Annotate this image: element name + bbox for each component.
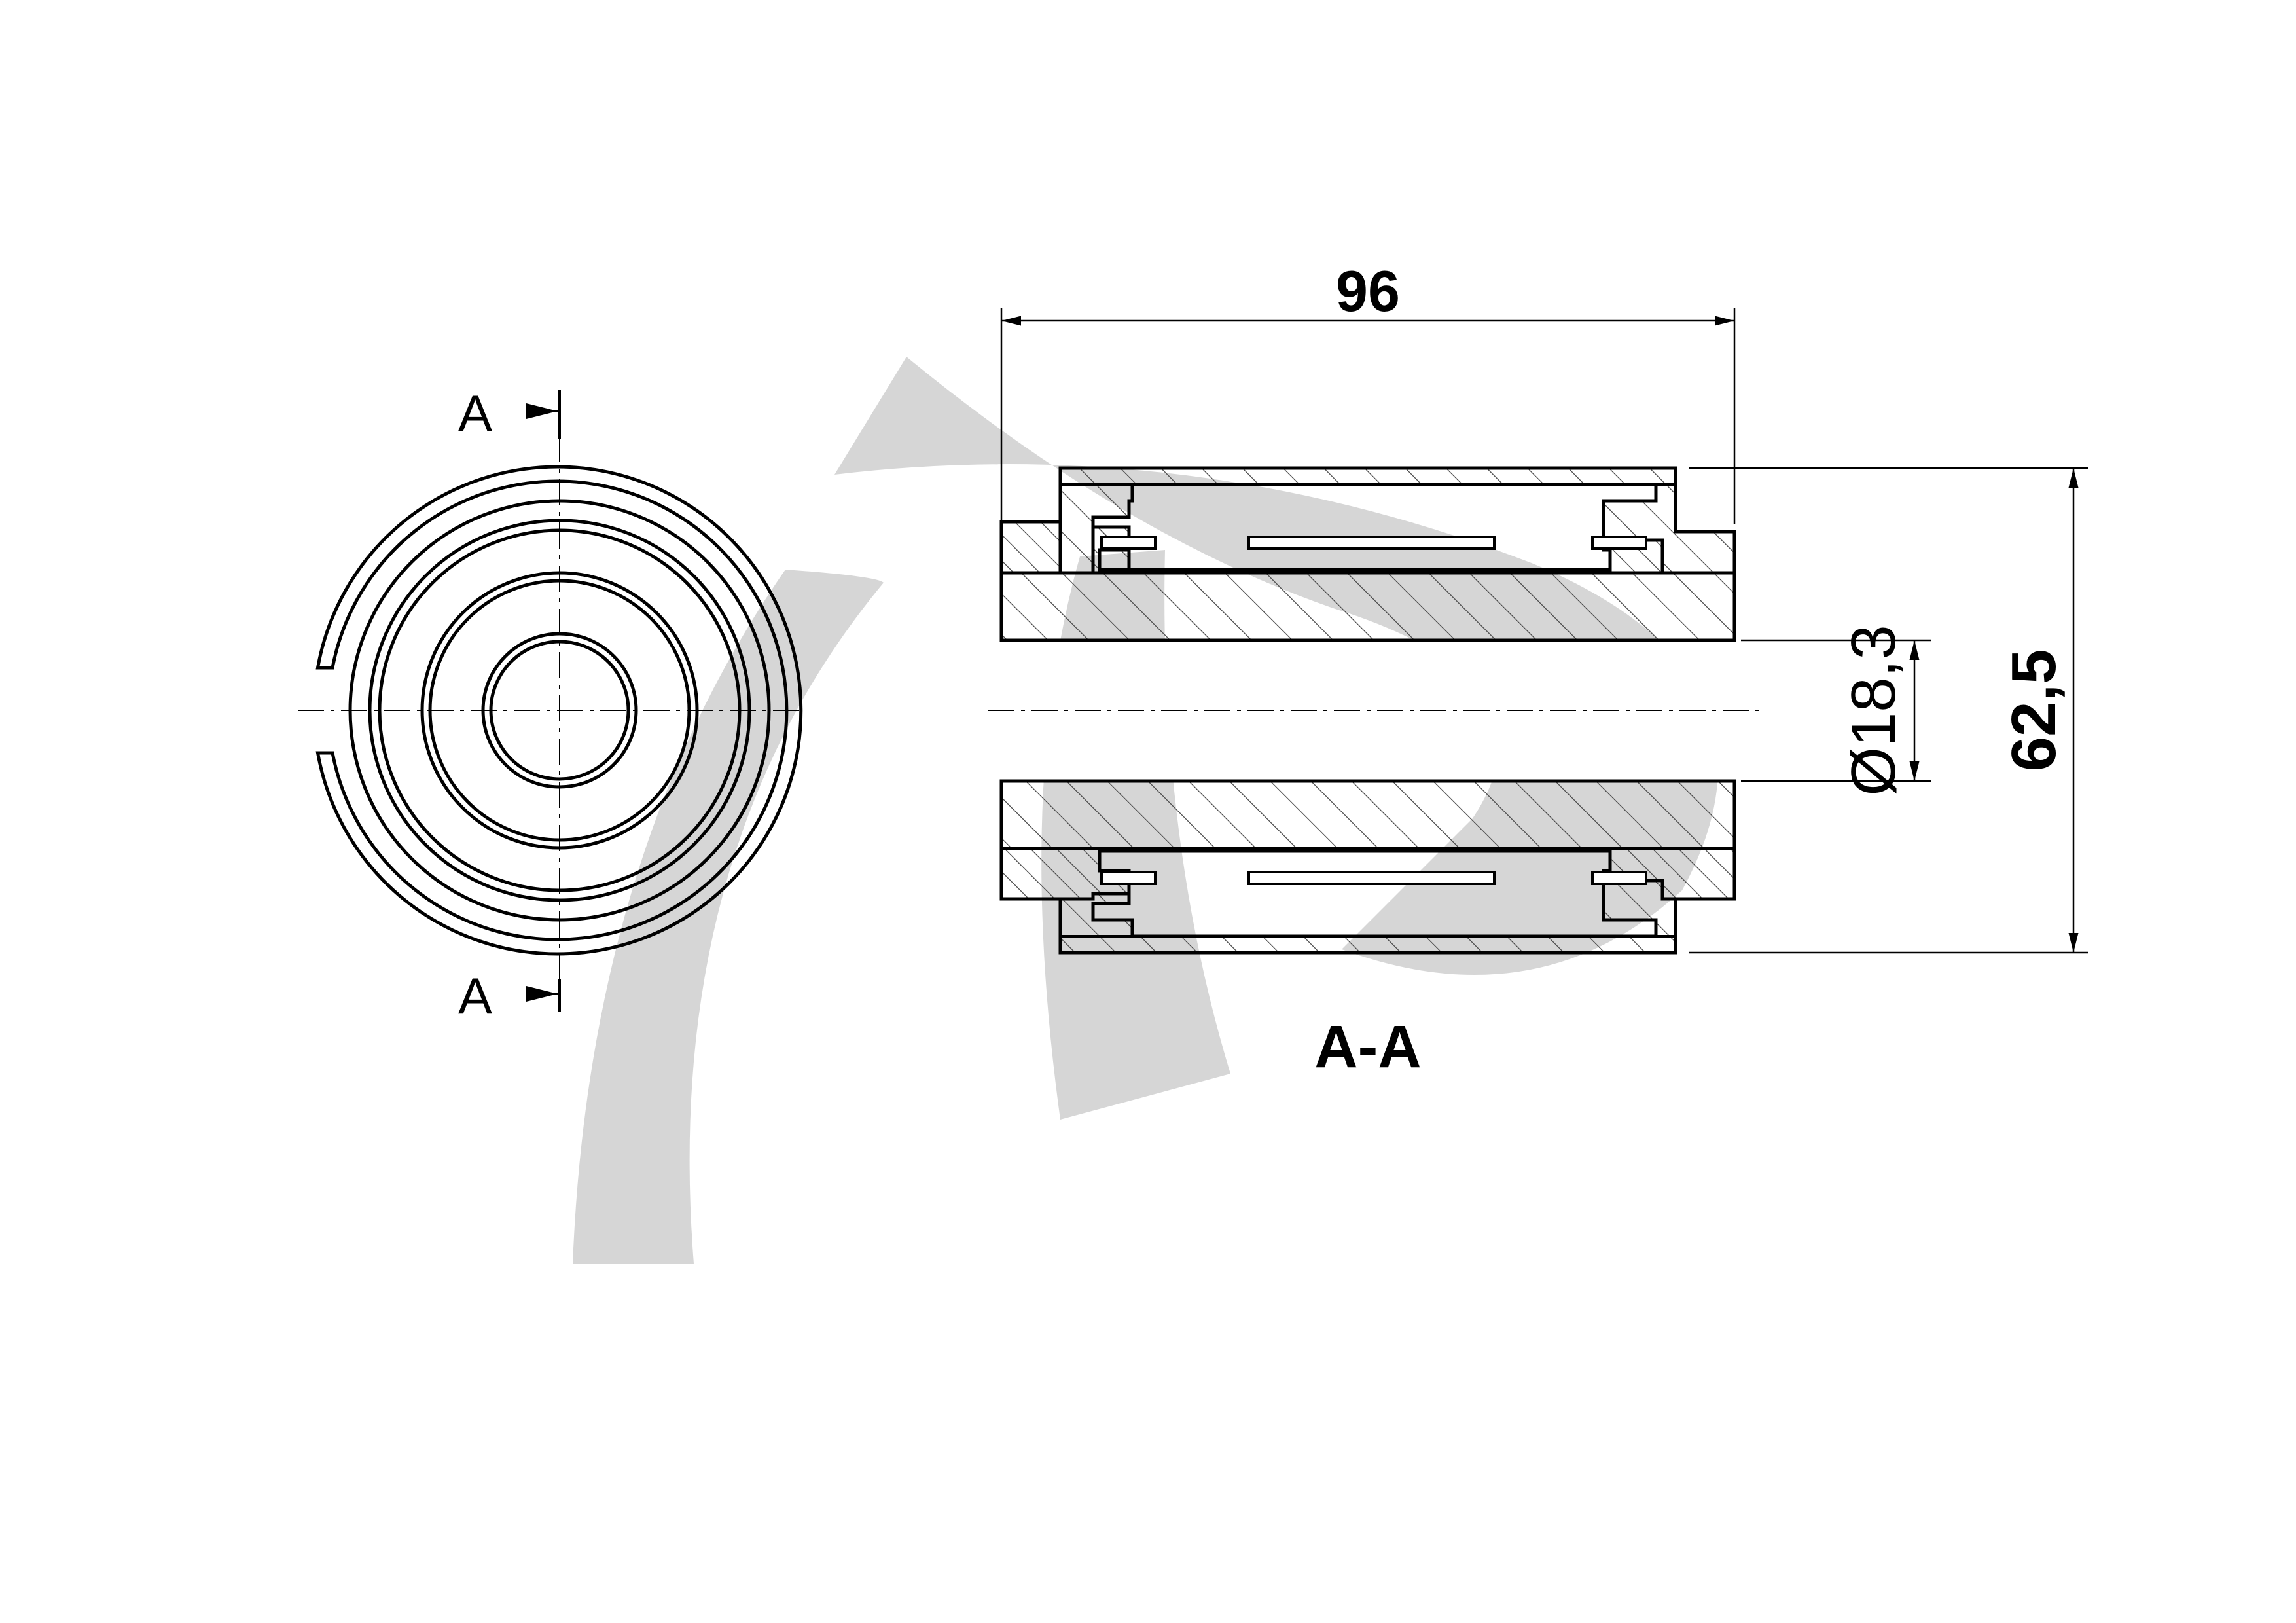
section-marker-bottom-label: A: [458, 967, 492, 1025]
ring-5: [378, 528, 742, 892]
bore-outer: [481, 632, 638, 789]
dimension-lines: [1000, 308, 2088, 954]
front-view: [298, 393, 805, 995]
slot-right-bottom: [1591, 871, 1647, 885]
outer-sleeve-bottom: [1058, 879, 1734, 955]
inner-tube-bottom: [999, 779, 1736, 850]
slot-right-top: [1591, 536, 1647, 550]
inner-tube-inner: [428, 579, 691, 842]
section-view: [988, 466, 1761, 955]
slot-left-bottom: [1100, 871, 1157, 885]
outer-sleeve-ring: [315, 465, 803, 956]
slot-middle-bottom: [1247, 871, 1496, 885]
slot-left-top: [1100, 536, 1157, 550]
section-title: A-A: [1314, 1013, 1422, 1080]
slot-middle-top: [1247, 536, 1496, 550]
section-marker-top-label: A: [458, 384, 492, 442]
section-marker-group: [526, 390, 561, 1012]
dim-bore-label: Ø18,3: [1839, 625, 1909, 796]
dim-outer-label: 62,5: [1999, 649, 2069, 772]
dim-length-label: 96: [1336, 259, 1400, 323]
ring-3: [348, 499, 771, 922]
bore-inner: [489, 640, 630, 781]
inner-tube-top: [999, 571, 1736, 642]
inner-tube-outer: [420, 571, 699, 850]
ring-4: [368, 519, 751, 902]
